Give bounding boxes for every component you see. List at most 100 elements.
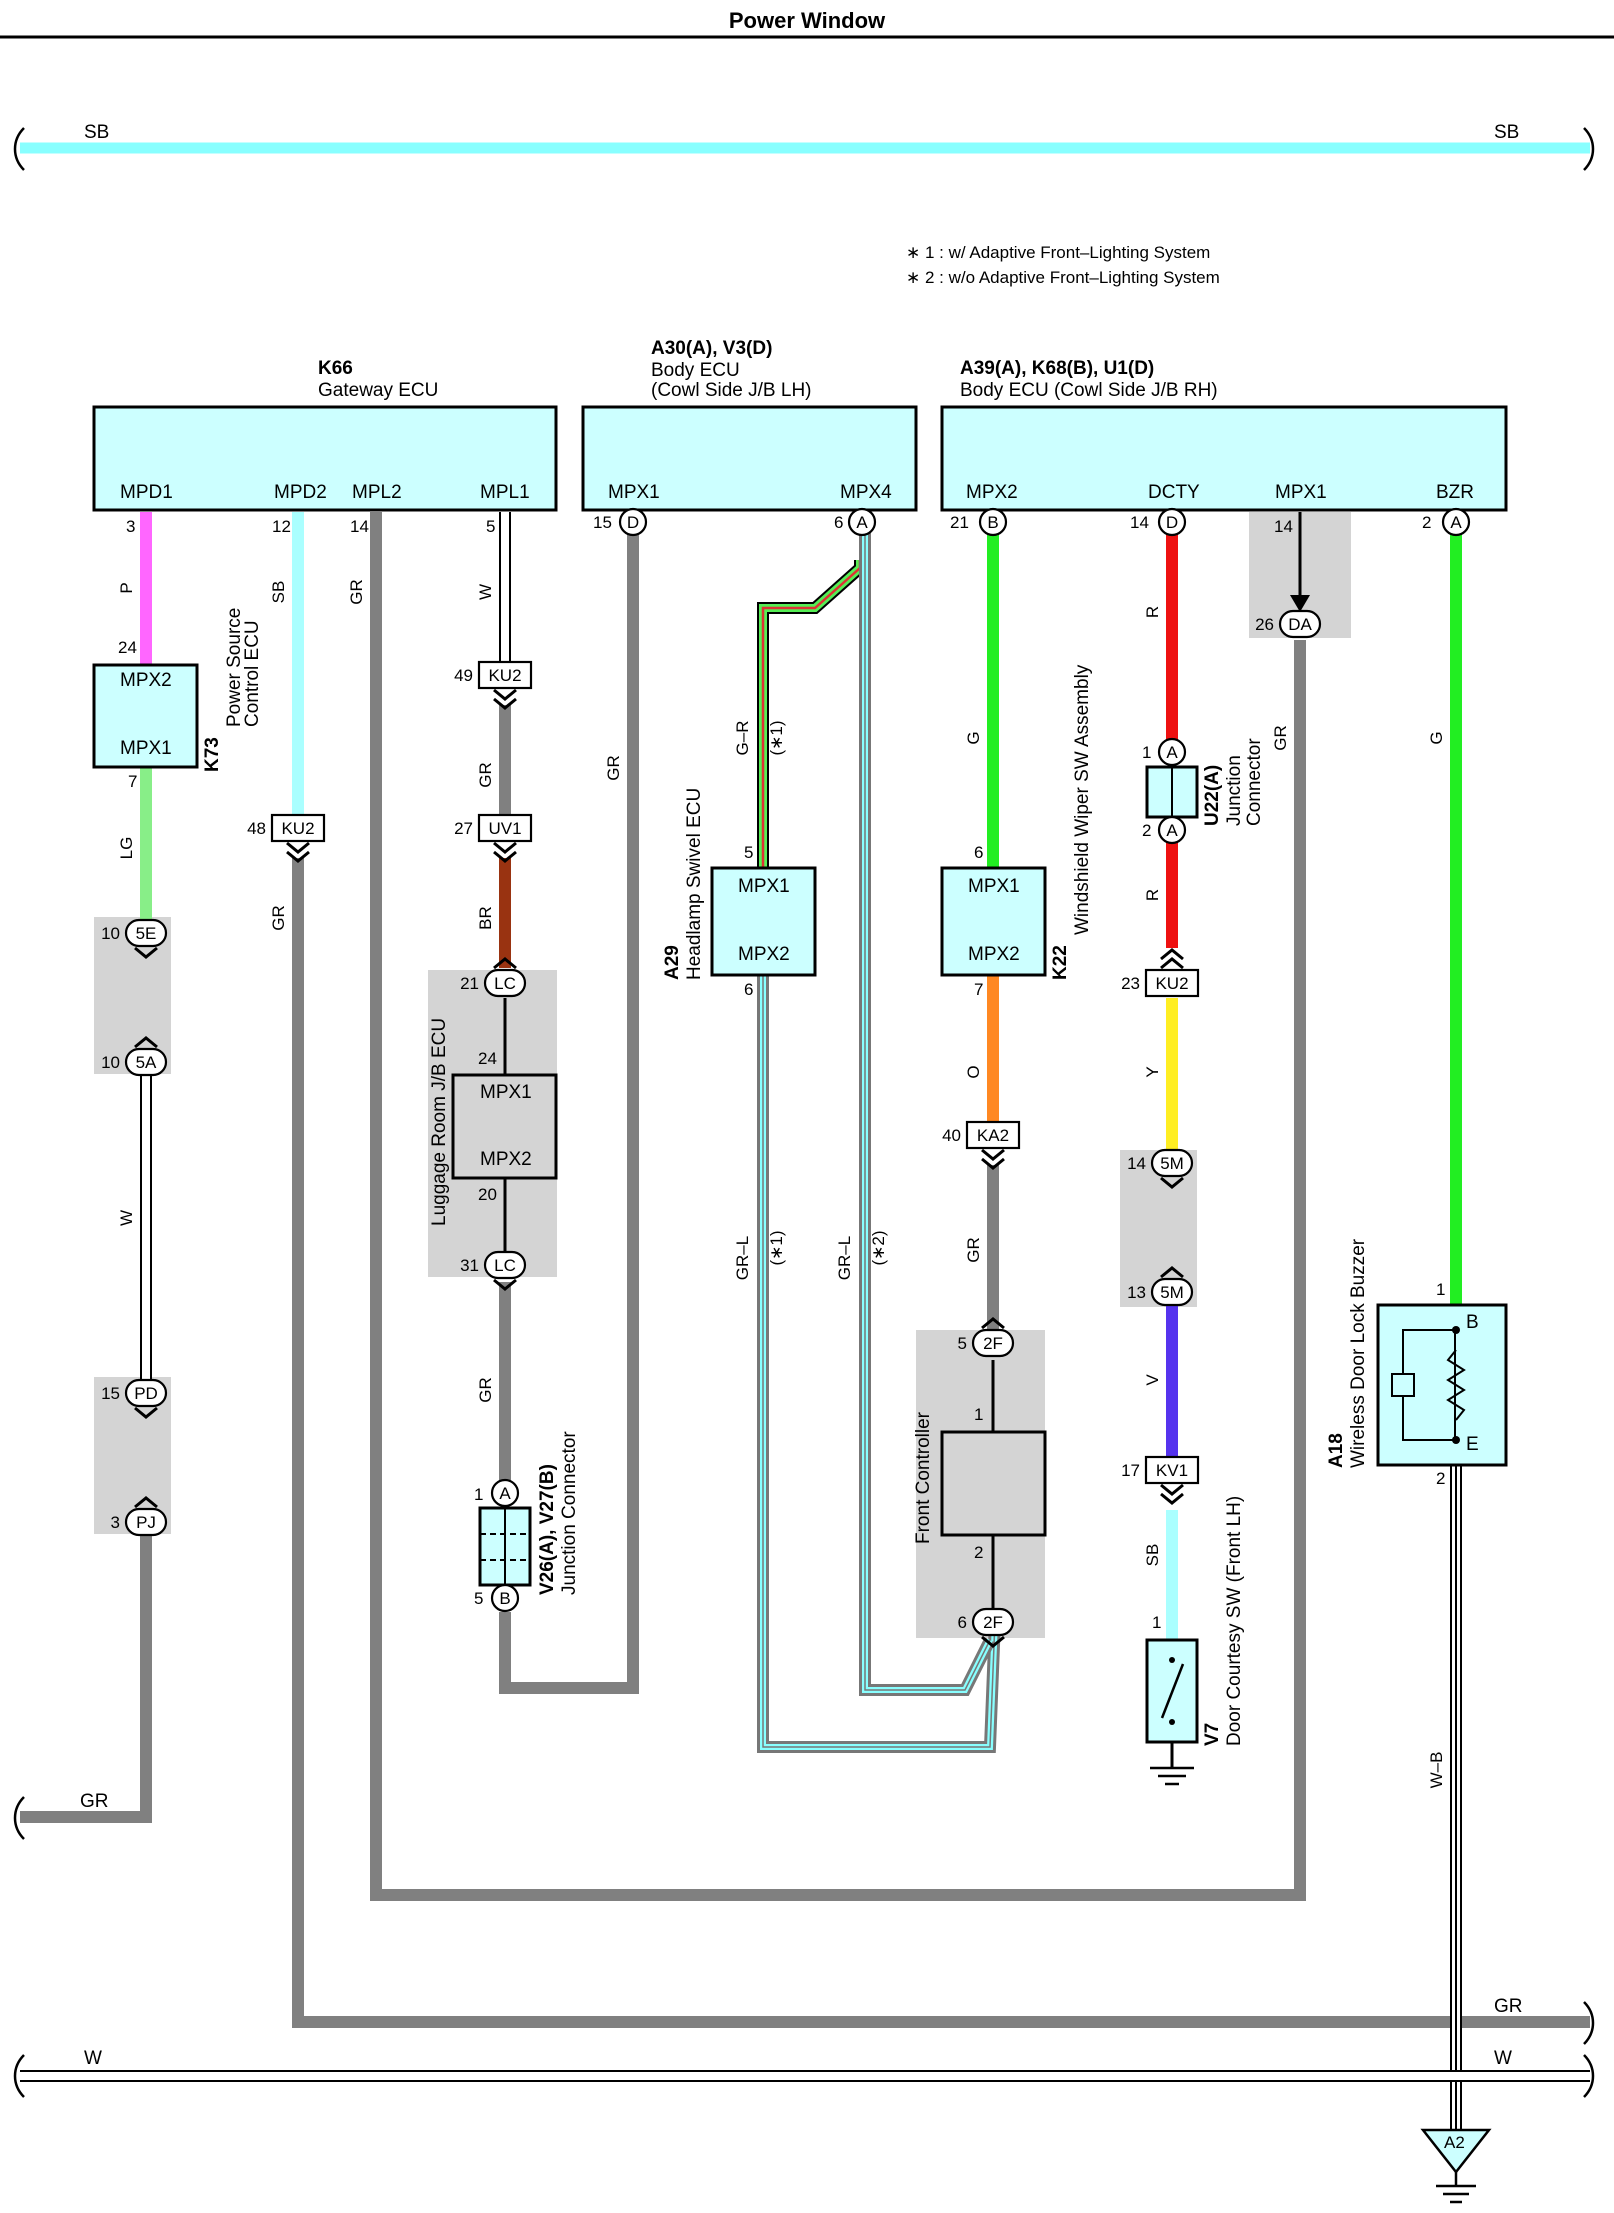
page-title: Power Window [729,8,886,33]
sb-bus-label-left: SB [84,122,109,143]
body-rh-code: A39(A), K68(B), U1(D) [960,358,1154,379]
wire-label-w_lg: LG [117,837,136,860]
k22-pin-mpx2: MPX2 [968,944,1020,965]
pin-rh-mpx1: 14 [1274,517,1293,536]
pin-a29-top: 5 [744,843,753,862]
pin-lugg-top: 24 [478,1049,497,1068]
connector-cka2-pin: 40 [942,1126,961,1145]
connector-cku2c-id: KU2 [1155,974,1188,993]
connector-clc1-pin: 21 [460,974,479,993]
luggage-pin-mpx2: MPX2 [480,1149,532,1170]
a18-pin-e: E [1466,1434,1479,1455]
body-rh-pin-dcty: DCTY [1148,482,1200,503]
connector-clh_d: D [618,507,648,537]
v7-contact-top [1169,1657,1175,1663]
pin-u22-bot: 2 [1142,821,1151,840]
connector-c2f2-pin: 6 [958,1613,967,1632]
luggage-pin-mpx1: MPX1 [480,1082,532,1103]
ground-a2-code: A2 [1444,2133,1465,2152]
buzzer-icon [1391,1373,1415,1397]
wire-label-w_grl2: GR–L [835,1236,854,1280]
k66-pin-mpd1: MPD1 [120,482,173,503]
body-lh-name2: (Cowl Side J/B LH) [651,380,812,401]
u22-name: Junction [1224,755,1245,826]
note-2: ∗ 2 : w/o Adaptive Front–Lighting System [906,268,1220,287]
k22-pin-mpx1: MPX1 [968,876,1020,897]
k73-power-source-ecu [92,663,199,769]
connector-crh_a-id: A [1450,513,1462,532]
connector-c2f1-pin: 5 [958,1334,967,1353]
connector-c5m1-id: 5M [1160,1154,1184,1173]
connector-c5a-pin: 10 [101,1053,120,1072]
bus-break-left-sb [13,127,25,171]
pin-lh-mpx4: 6 [834,513,843,532]
v26-code: V26(A), V27(B) [537,1464,558,1595]
pin-k66-mpd2: 12 [272,517,291,536]
k66-pin-mpl1: MPL1 [480,482,530,503]
wire-gr-v26-body [499,530,639,1694]
connector-cv26a: A [490,1478,520,1508]
body-lh-code: A30(A), V3(D) [651,338,772,359]
pin-v26-bot: 5 [474,1589,483,1608]
connector-c2f2-id: 2F [983,1613,1003,1632]
bus-break-right-sb [1583,127,1595,171]
wire-label-w_gr2: GR [347,579,366,605]
pin-lh-mpx1: 15 [593,513,612,532]
wire-label-w_sb2: SB [1143,1544,1162,1567]
pin-rh-dcty: 14 [1130,513,1149,532]
wire-label-w_gr5: GR [604,755,623,781]
wire-label-w_p: P [117,582,136,593]
connector-cku2c-pin: 23 [1121,974,1140,993]
pin-k66-mpl1: 5 [486,517,495,536]
body-ecu-rh [940,405,1508,512]
connector-cu22a1: A [1157,737,1187,767]
k73-pin-mpx2: MPX2 [120,670,172,691]
connector-cv26b: B [490,1583,520,1613]
a18-b-dot [1452,1326,1460,1334]
connector-c5m1-pin: 14 [1127,1154,1146,1173]
wire-label-w_gr1: GR [269,905,288,931]
wire-label-w_grl1: GR–L [733,1236,752,1280]
pin-v7-top: 1 [1152,1613,1161,1632]
k73-code: K73 [202,737,223,772]
connector-crh_a: A [1441,507,1471,537]
v7-name: Door Courtesy SW (Front LH) [1224,1496,1245,1746]
wire-label-w_r2: R [1143,889,1162,901]
connector-c2f1-id: 2F [983,1334,1003,1353]
connector-cu22a1-id: A [1166,743,1178,762]
body-lh-pin-mpx1: MPX1 [608,482,660,503]
pin-k73-bot: 7 [128,772,137,791]
connector-cku2c: KU2 23 [1121,948,1200,998]
connector-ckv1-pin: 17 [1121,1461,1140,1480]
connector-c5m1: 5M 14 [1127,1148,1194,1189]
pin-k66-mpl2: 14 [350,517,369,536]
bus-break-left-w [13,2054,25,2098]
a18-pin-b: B [1466,1312,1479,1333]
v7-contact-bot [1169,1719,1175,1725]
connector-crh_b: B [978,507,1008,537]
pin-u22-top: 1 [1142,743,1151,762]
pin-rh-bzr: 2 [1422,513,1431,532]
k66-gateway-ecu [92,405,558,512]
wire-label-w_br: BR [476,906,495,930]
wire-grl1-core [762,975,996,1748]
a29-pin-mpx1: MPX1 [738,876,790,897]
wire-label-w_wb: W–B [1427,1752,1446,1789]
body-lh-pin-mpx4: MPX4 [840,482,892,503]
connector-cuv1-pin: 27 [454,819,473,838]
a18-e-dot [1452,1436,1460,1444]
wire-gr1 [20,1532,152,1823]
body-rh-pin-mpx1: MPX1 [1275,482,1327,503]
connector-c5e-id: 5E [136,924,157,943]
wire-label-w_o: O [964,1065,983,1078]
k66-pin-mpl2: MPL2 [352,482,402,503]
pin-fc-top: 1 [974,1405,983,1424]
pin-k22-top: 6 [974,843,983,862]
